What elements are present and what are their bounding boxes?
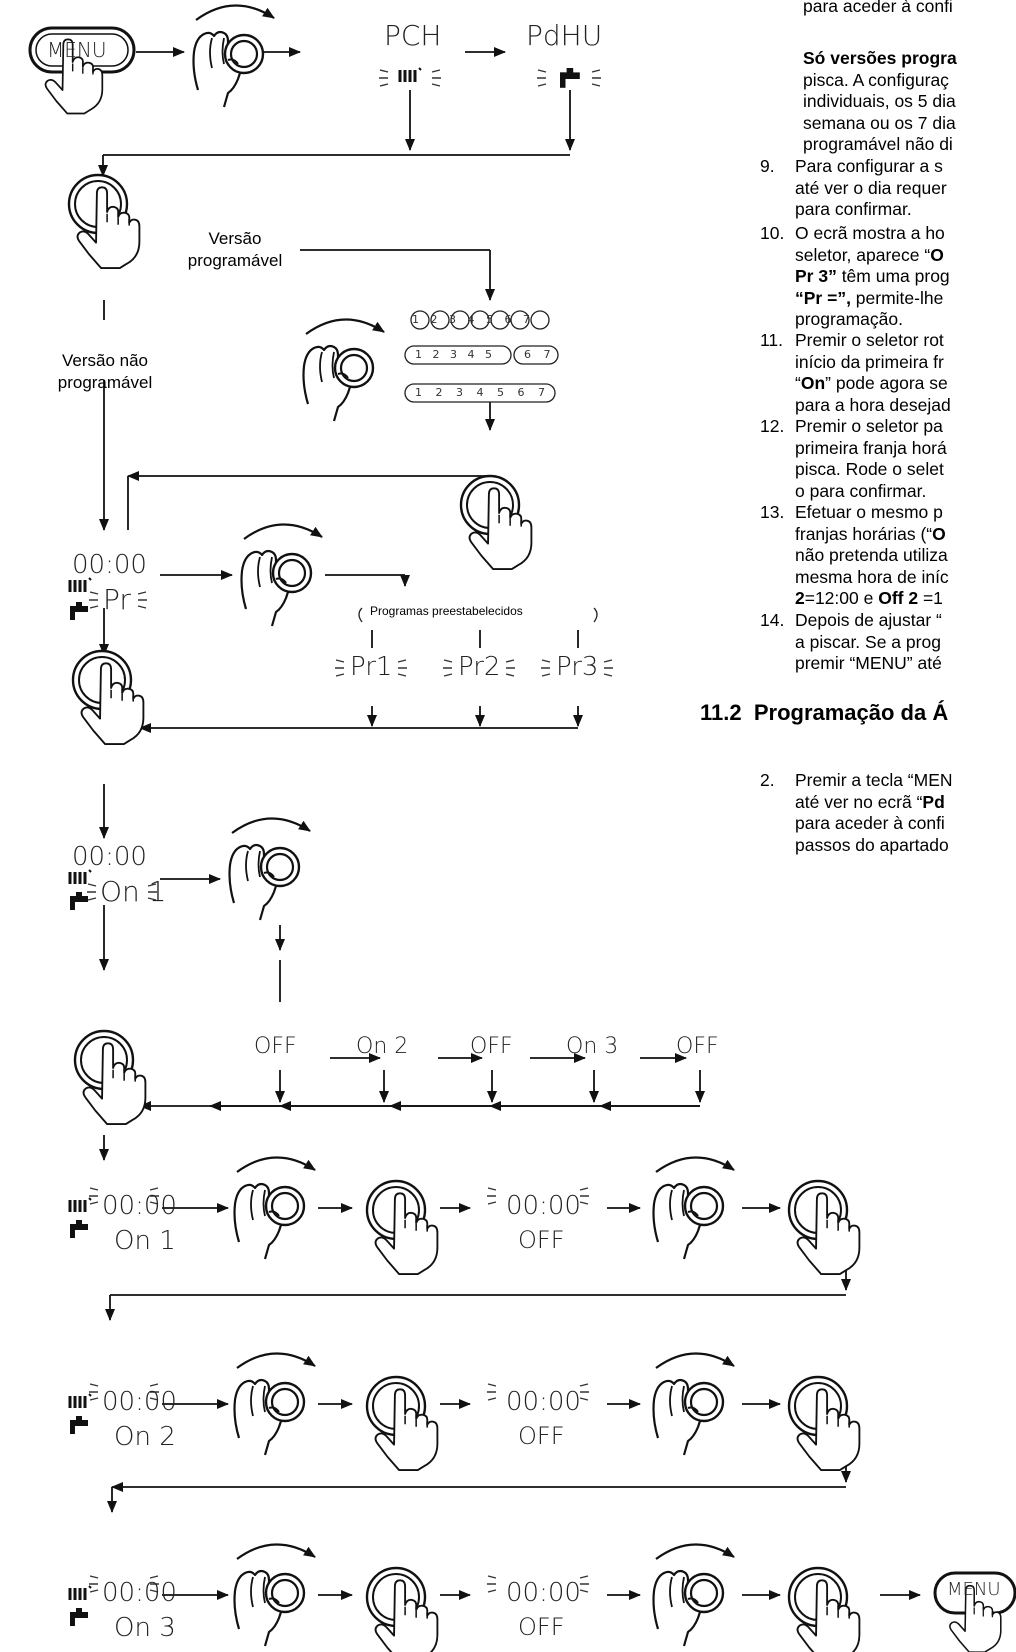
versao-programavel-label: Versão programável: [187, 229, 283, 271]
seq-on3: On 3: [566, 1034, 619, 1059]
row1-off-label: OFF: [518, 1226, 565, 1254]
row2-on-time: 00:00: [102, 1387, 177, 1417]
text-item-14: 14.Depois de ajustar “ a piscar. Se a pr…: [760, 610, 942, 674]
seq-off-1: OFF: [254, 1034, 297, 1059]
row3-on-time: 00:00: [102, 1578, 177, 1608]
row2-off-time: 00:00: [506, 1387, 581, 1417]
menu-label-bottom: MENU: [947, 1579, 1001, 1600]
pch-label: PCH: [384, 19, 442, 52]
seq-off-3: OFF: [676, 1034, 719, 1059]
text-item-2: 2.Premir a tecla “MEN até ver no ecrã “P…: [760, 770, 953, 855]
row2-off-label: OFF: [518, 1422, 565, 1450]
program-pr3: Pr3: [556, 652, 599, 682]
row3-off-label: OFF: [518, 1613, 565, 1641]
row1-off-time: 00:00: [506, 1191, 581, 1221]
program-pr1: Pr1: [350, 652, 393, 682]
program-pr2: Pr2: [458, 652, 501, 682]
menu-button-top: [28, 26, 136, 115]
lcd-pr: Pr: [103, 583, 131, 616]
section-heading: 11.2 Programação da Á: [700, 700, 949, 725]
text-item-13: 13.Efetuar o mesmo p franjas horárias (“…: [760, 502, 949, 609]
days-weekend: 6 7: [524, 348, 551, 361]
text-line-top: para aceder à confi: [803, 0, 953, 16]
text-so-versoes: Só versões progra pisca. A configuraç in…: [803, 48, 957, 155]
lcd-time-on1: 00:00: [72, 842, 147, 872]
days-weekdays: 1 2 3 4 5: [415, 348, 492, 361]
text-item-12: 12.Premir o seletor pa primeira franja h…: [760, 416, 947, 501]
lcd-on1: On 1: [100, 875, 167, 908]
versao-nao-programavel-label: Versão não programável: [57, 351, 153, 393]
pdhu-label: PdHU: [526, 19, 603, 52]
menu-label-top: MENU: [47, 38, 107, 62]
row3-off-time: 00:00: [506, 1578, 581, 1608]
row1-on-time: 00:00: [102, 1191, 177, 1221]
days-individual: 1234567: [412, 313, 542, 326]
lcd-time-pr: 00:00: [72, 550, 147, 580]
text-item-9: 9.Para configurar a s até ver o dia requ…: [760, 156, 947, 220]
seq-off-2: OFF: [470, 1034, 513, 1059]
text-item-10: 10.O ecrã mostra a ho seletor, aparece “…: [760, 223, 950, 330]
row1-on-label: On 1: [114, 1226, 176, 1256]
menu-button-bottom: [933, 1571, 1016, 1652]
days-all: 1 2 3 4 5 6 7: [415, 386, 545, 399]
programas-preestabelecidos-label: Programas preestabelecidos: [370, 604, 523, 618]
text-item-11: 11.Premir o seletor rot início da primei…: [760, 330, 951, 415]
seq-on2: On 2: [356, 1034, 409, 1059]
row2-on-label: On 2: [114, 1422, 176, 1452]
row3-on-label: On 3: [114, 1613, 176, 1643]
